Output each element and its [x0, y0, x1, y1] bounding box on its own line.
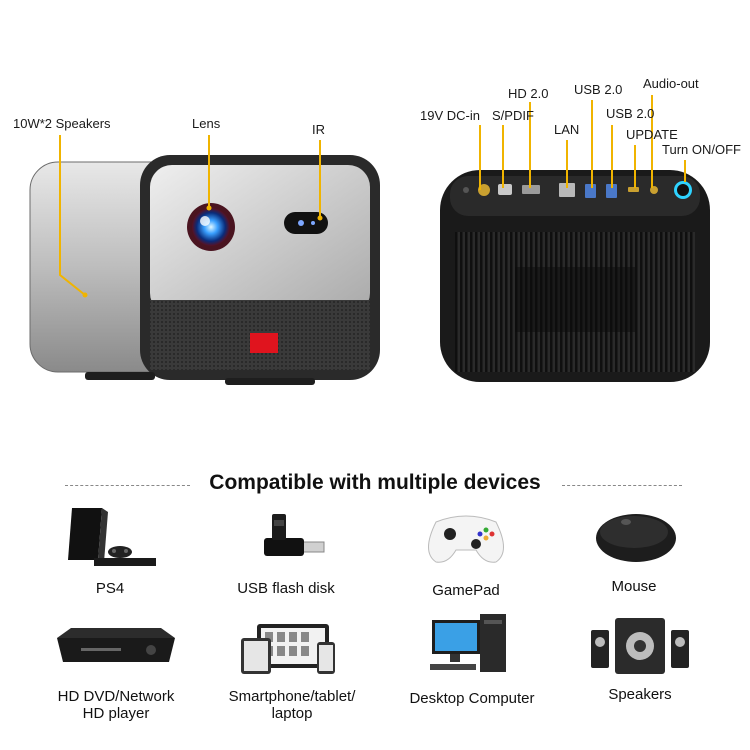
- device-speakers: Speakers: [550, 616, 730, 703]
- dvd-player-icon: [57, 628, 175, 662]
- device-label: Speakers: [608, 686, 672, 703]
- spdif-callout: S/PDIF: [492, 108, 534, 123]
- usb-a-callout: USB 2.0: [574, 82, 623, 97]
- audio-out-callout: Audio-out: [643, 76, 699, 91]
- device-usb-flash-disk: USB flash disk: [196, 500, 376, 597]
- usb-flash-disk-icon: [264, 514, 325, 556]
- projector-illustration: [29, 95, 710, 385]
- projector-front: [29, 155, 380, 385]
- ir-callout: IR: [312, 122, 325, 137]
- callout-leaders: [59, 95, 686, 296]
- power-callout: Turn ON/OFF: [662, 142, 741, 157]
- mouse-icon: [596, 514, 676, 562]
- section-title: Compatible with multiple devices: [209, 471, 541, 494]
- device-ps4: PS4: [20, 500, 200, 597]
- device-gamepad: GamePad: [376, 500, 556, 599]
- projector-back: [440, 170, 710, 382]
- ps4-console-icon: [68, 508, 156, 566]
- device-label: Smartphone/tablet/ laptop: [228, 688, 356, 722]
- device-mobile-devices: Smartphone/tablet/ laptop: [202, 620, 382, 722]
- gamepad-icon: [428, 515, 504, 563]
- desktop-computer-icon: [430, 614, 506, 672]
- device-label: PS4: [95, 580, 125, 597]
- device-label: GamePad: [432, 582, 500, 599]
- lens-callout: Lens: [192, 116, 221, 131]
- mobile-devices-icon: [241, 624, 335, 674]
- speakers-icon: [591, 618, 689, 674]
- title-divider-left: [65, 485, 190, 486]
- device-label: Mouse: [611, 578, 657, 595]
- device-label: USB flash disk: [237, 580, 335, 597]
- device-mouse: Mouse: [544, 500, 724, 595]
- usb-b-callout: USB 2.0: [606, 106, 655, 121]
- device-dvd-player: HD DVD/Network HD player: [26, 620, 206, 722]
- device-desktop-computer: Desktop Computer: [382, 612, 562, 707]
- dc-in-callout: 19V DC-in: [420, 108, 480, 123]
- device-label: Desktop Computer: [409, 690, 535, 707]
- update-callout: UPDATE: [626, 127, 678, 142]
- device-label: HD DVD/Network HD player: [57, 688, 175, 722]
- title-divider-right: [562, 485, 682, 486]
- speakers-callout: 10W*2 Speakers: [13, 116, 111, 131]
- lan-callout: LAN: [554, 122, 580, 137]
- hd-callout: HD 2.0: [508, 86, 549, 101]
